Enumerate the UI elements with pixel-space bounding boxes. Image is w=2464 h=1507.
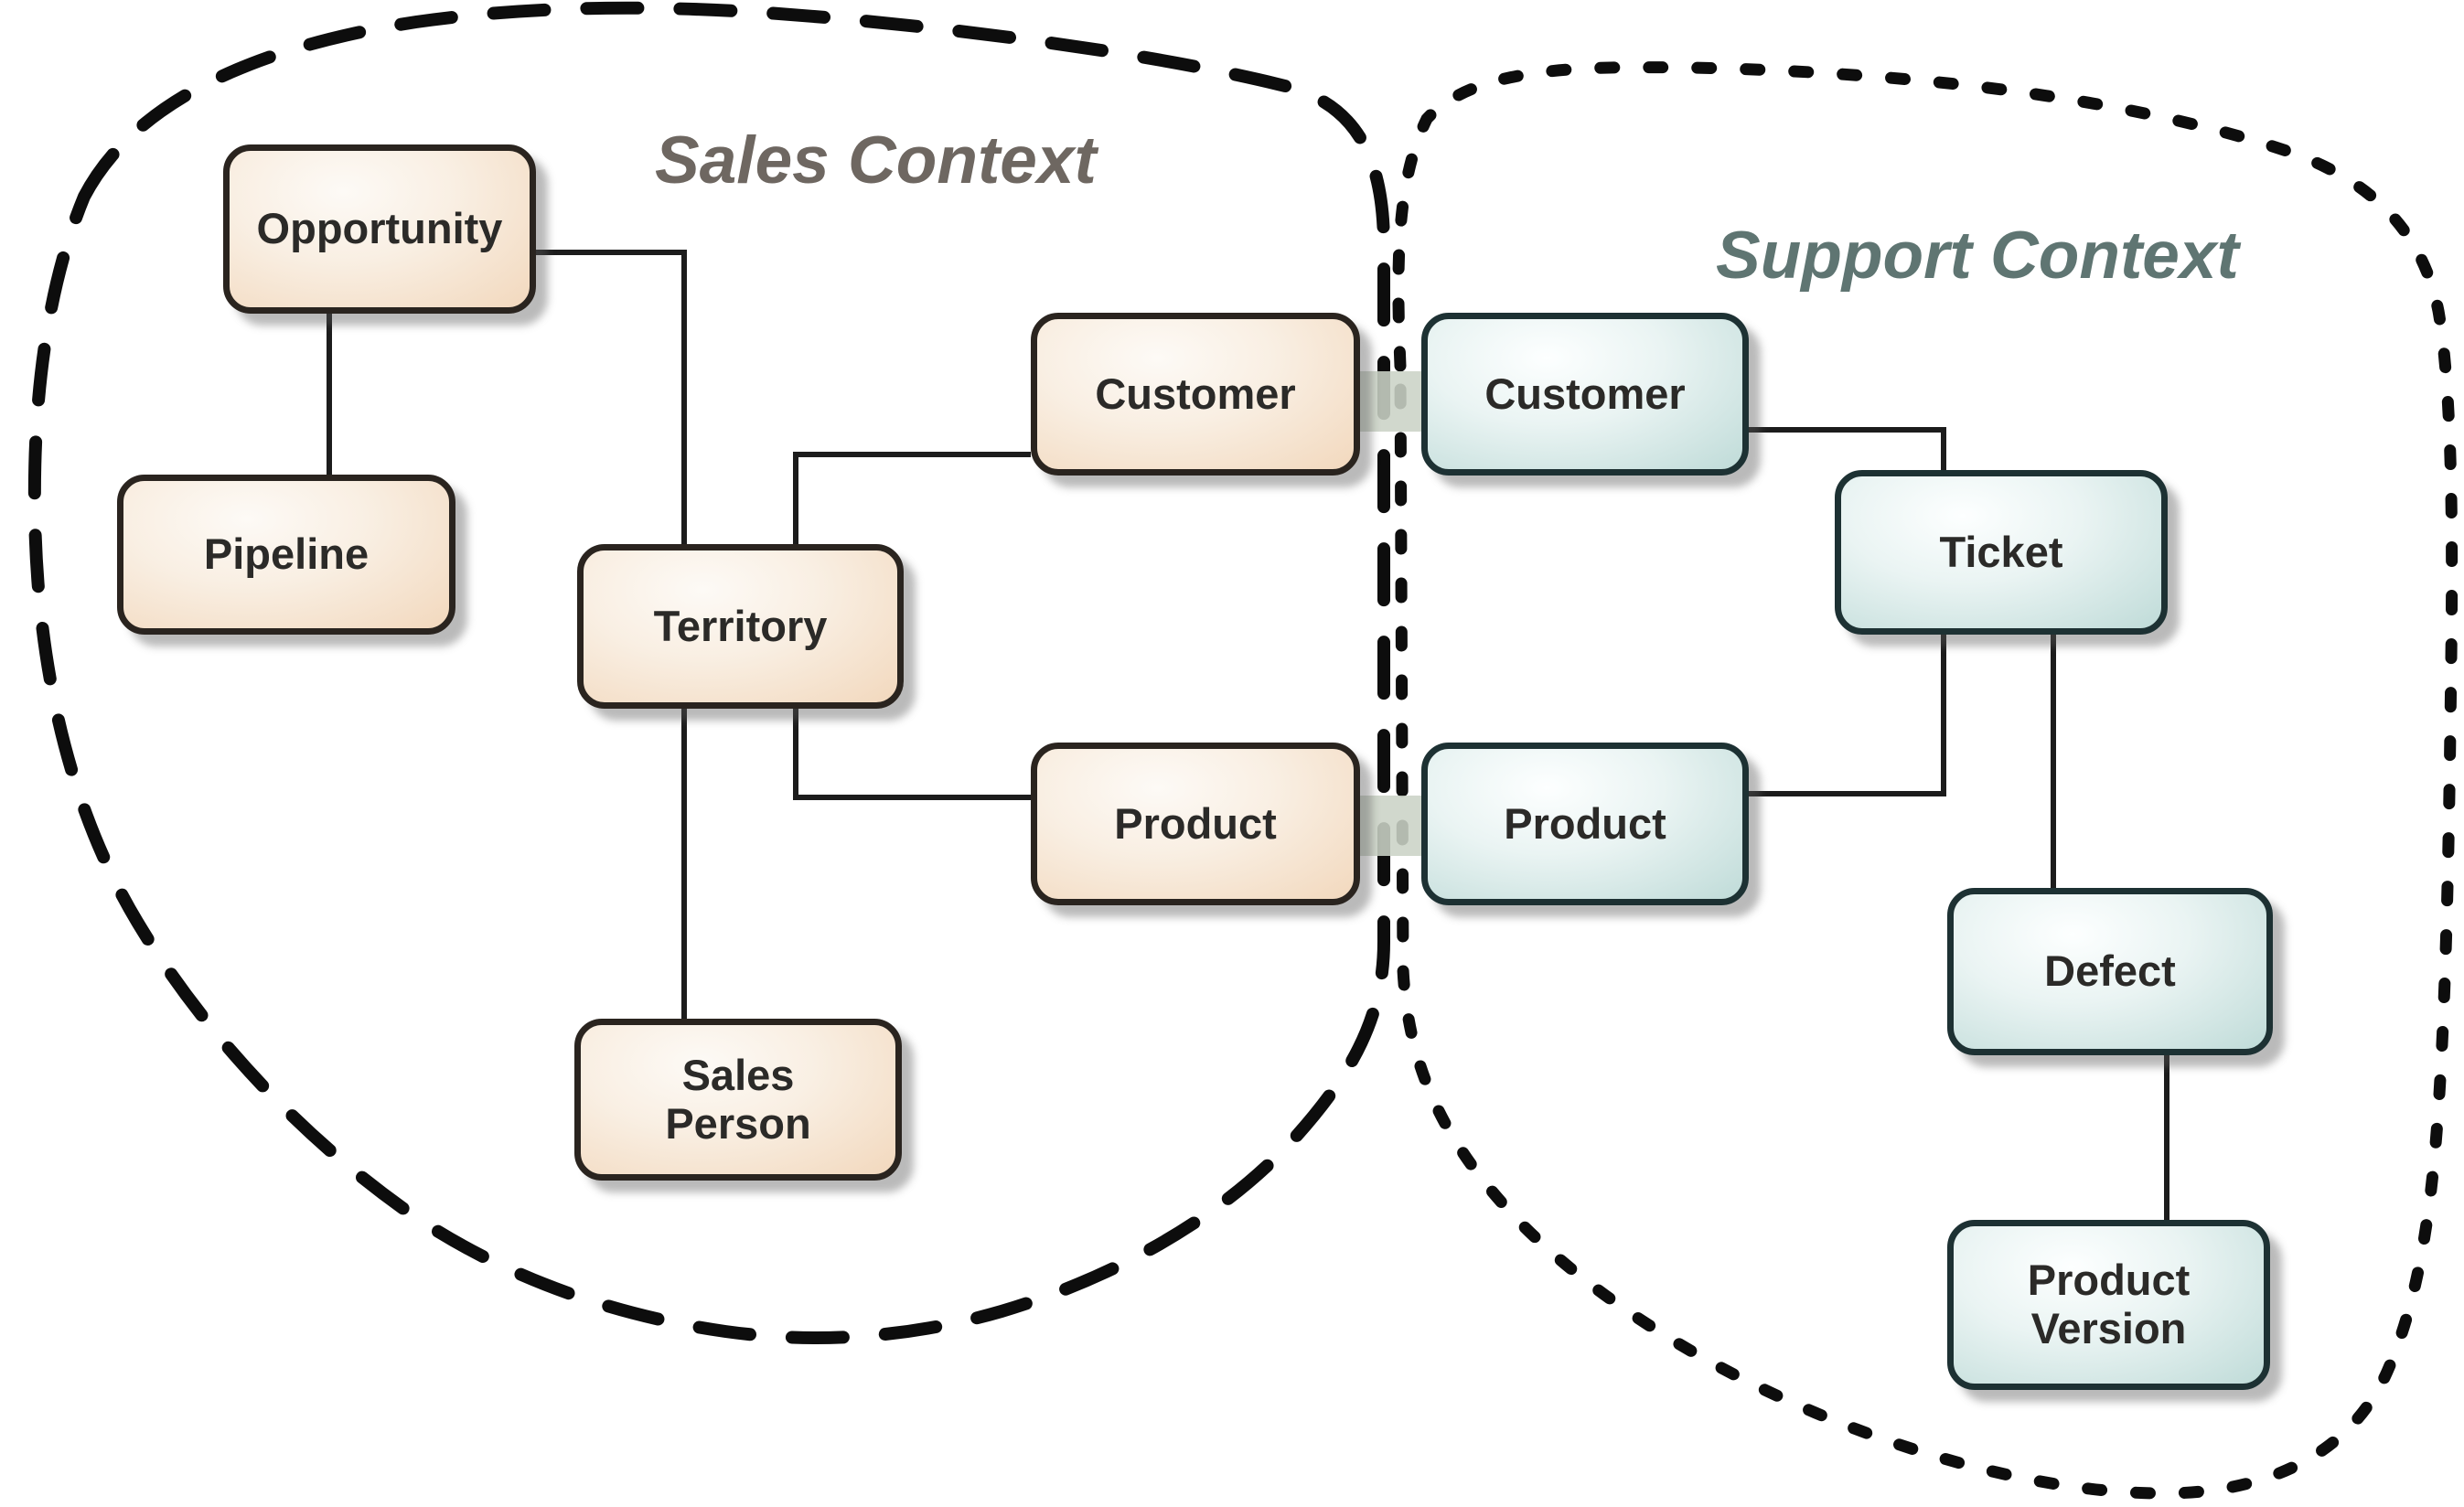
node-ticket: Ticket	[1835, 470, 2168, 635]
sales-context-boundary	[27, 1, 1390, 1344]
edge-ticket-product	[1749, 635, 1946, 796]
edge-customer-territory	[793, 452, 1031, 544]
node-sales-person: Sales Person	[574, 1019, 902, 1181]
node-defect-label: Defect	[2044, 946, 2176, 996]
node-ticket-label: Ticket	[1939, 527, 2063, 576]
node-opportunity-label: Opportunity	[256, 204, 503, 253]
node-product-support: Product	[1421, 743, 1749, 905]
node-product-version: Product Version	[1947, 1220, 2270, 1390]
node-product-sales: Product	[1031, 743, 1360, 905]
sales-context-label: Sales Context	[655, 123, 1097, 198]
node-opportunity: Opportunity	[223, 144, 536, 314]
shared-band-product	[1360, 796, 1421, 856]
node-customer-support: Customer	[1421, 313, 1749, 476]
support-context-boundary	[1392, 61, 2459, 1500]
edge-opportunity-territory	[536, 250, 687, 544]
node-pipeline: Pipeline	[117, 475, 455, 635]
node-territory-label: Territory	[653, 601, 828, 650]
support-context-label: Support Context	[1716, 219, 2239, 293]
node-territory: Territory	[577, 544, 904, 709]
node-product-support-label: Product	[1504, 798, 1666, 848]
node-product-version-label: Product Version	[2027, 1256, 2191, 1352]
node-pipeline-label: Pipeline	[203, 529, 370, 579]
edge-territory-product	[793, 709, 1031, 800]
node-customer-sales-label: Customer	[1095, 369, 1296, 418]
shared-band-customer	[1360, 371, 1421, 432]
node-product-sales-label: Product	[1114, 798, 1277, 848]
node-customer-support-label: Customer	[1484, 369, 1686, 418]
node-customer-sales: Customer	[1031, 313, 1360, 476]
node-defect: Defect	[1947, 888, 2273, 1055]
node-sales-person-label: Sales Person	[665, 1050, 811, 1148]
edge-customer-ticket	[1749, 427, 1946, 470]
